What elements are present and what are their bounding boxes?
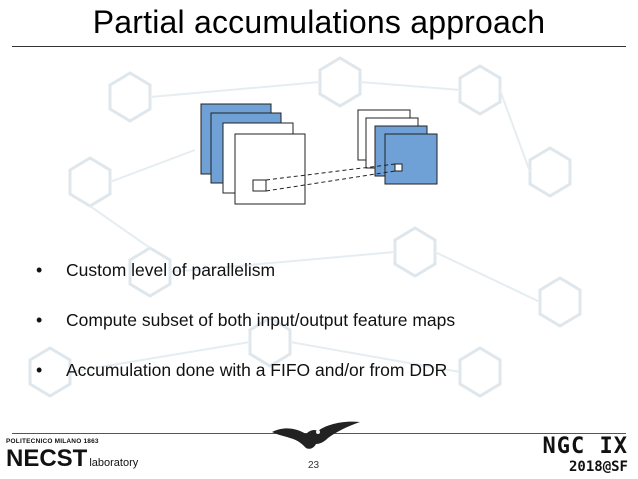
input-feature-maps: [200, 103, 306, 205]
slide-title: Partial accumulations approach: [92, 4, 546, 40]
bullet-text: Accumulation done with a FIFO and/or fro…: [66, 360, 448, 380]
bullet-text: Custom level of parallelism: [66, 260, 276, 280]
bullet-dot: •: [36, 260, 43, 280]
input-window: [252, 179, 267, 192]
bullet-item: • Custom level of parallelism: [28, 258, 455, 308]
output-map-4: [384, 133, 438, 185]
eagle-icon: [272, 421, 360, 449]
conference-edition: 2018@SF: [568, 459, 628, 475]
conference-name: NGC IX: [542, 434, 628, 459]
output-feature-maps: [357, 109, 438, 185]
bullet-dot: •: [36, 310, 43, 330]
output-cell: [394, 163, 403, 172]
projection-lines: [265, 163, 396, 192]
title-divider: [12, 46, 626, 47]
lab-suffix: laboratory: [89, 457, 139, 469]
lab-prefix: NE: [6, 445, 40, 472]
bullet-text: Compute subset of both input/output feat…: [66, 310, 456, 330]
bullet-list: • Custom level of parallelism • Compute …: [28, 258, 455, 408]
bullet-item: • Accumulation done with a FIFO and/or f…: [28, 358, 455, 408]
input-map-4: [234, 133, 306, 205]
bullet-dot: •: [36, 360, 43, 380]
page-number: 23: [308, 460, 320, 471]
ngc-logo: NGC IX 2018@SF: [543, 436, 628, 476]
university-name: POLITECNICO MILANO 1863: [6, 438, 99, 445]
bullet-item: • Compute subset of both input/output fe…: [28, 308, 455, 358]
feature-maps-diagram: [200, 103, 438, 205]
lab-main: CST: [39, 445, 88, 472]
